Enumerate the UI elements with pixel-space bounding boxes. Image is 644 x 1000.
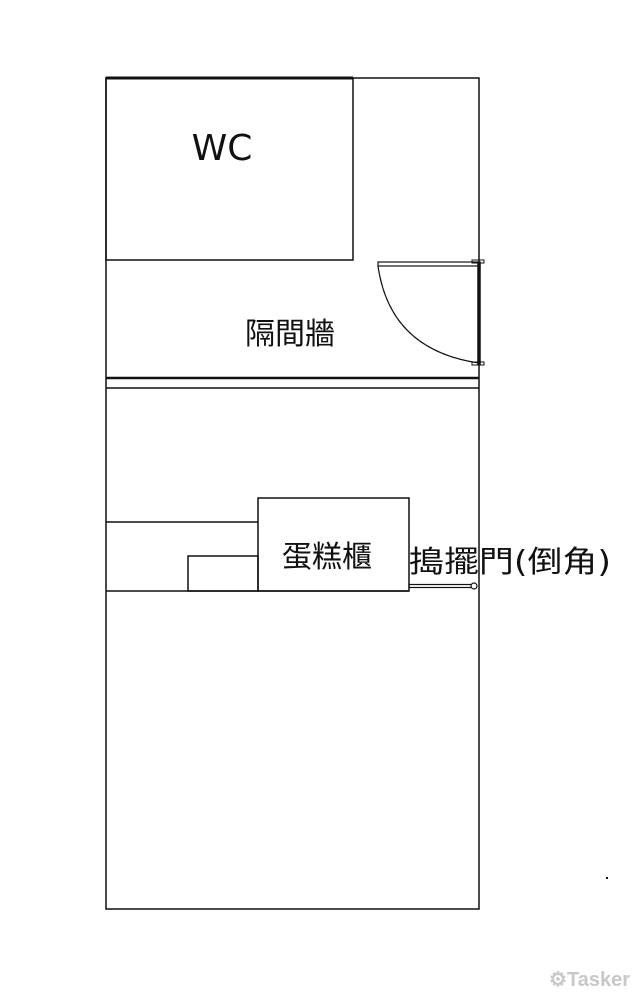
watermark-logo-icon: ⚙	[549, 969, 567, 991]
watermark: ⚙Tasker	[549, 967, 630, 992]
wc-room	[105, 77, 354, 261]
cake-counter-label: 蛋糕櫃	[282, 540, 372, 575]
swing-door-label: 搗擺門(倒角)	[409, 545, 611, 580]
partition-wall-label: 隔間牆	[245, 317, 335, 352]
dot	[606, 877, 608, 879]
wc-label: WC	[192, 128, 253, 169]
swing-door	[408, 582, 478, 590]
outer-wall	[105, 77, 480, 910]
watermark-text: Tasker	[566, 969, 630, 991]
small-counter	[187, 555, 259, 592]
wc-door	[377, 259, 485, 366]
